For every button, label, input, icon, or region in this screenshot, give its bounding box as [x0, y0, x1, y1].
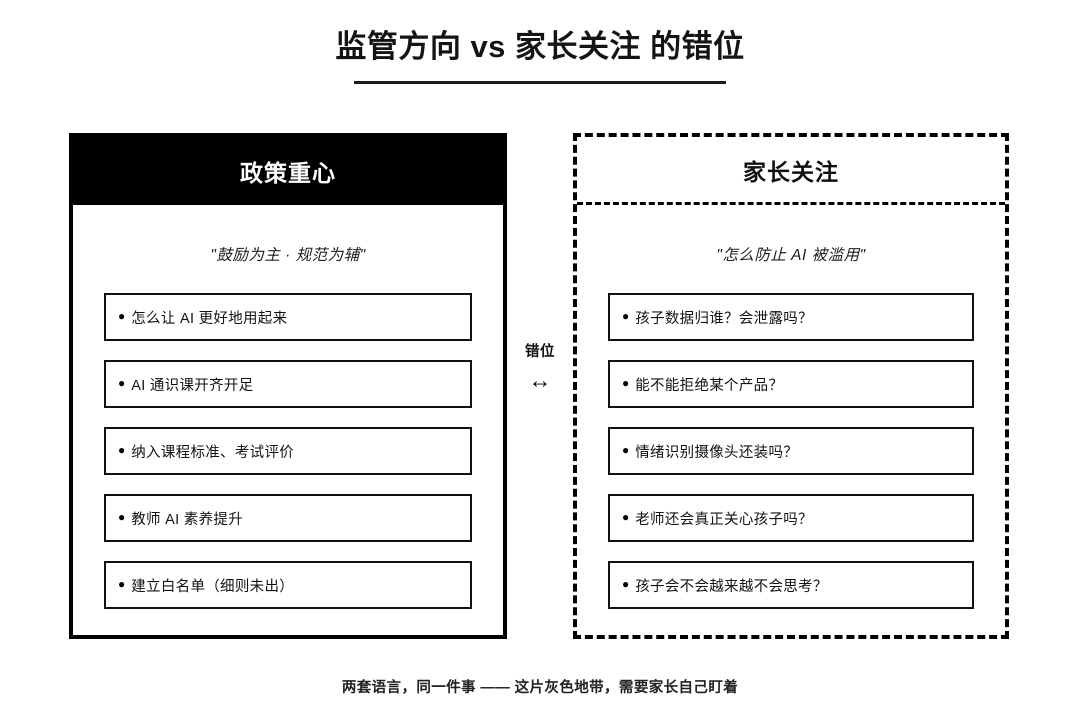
- bullet-icon: ●: [622, 309, 630, 323]
- list-item-label: 情绪识别摄像头还装吗？: [635, 444, 799, 461]
- list-item[interactable]: ● 建立白名单（细则未出）: [104, 561, 472, 609]
- bullet-icon: ●: [118, 577, 126, 591]
- list-item[interactable]: ● 怎么让 AI 更好地用起来: [104, 293, 472, 341]
- connector-label: 错位: [525, 344, 555, 360]
- bullet-icon: ●: [118, 376, 126, 390]
- footer-caption: 两套语言，同一件事 —— 这片灰色地带，需要家长自己盯着: [341, 680, 739, 696]
- bullet-icon: ●: [118, 510, 126, 524]
- bullet-icon: ●: [622, 376, 630, 390]
- bullet-icon: ●: [622, 510, 630, 524]
- list-item[interactable]: ● AI 通识课开齐开足: [104, 360, 472, 408]
- bullet-icon: ●: [622, 443, 630, 457]
- list-item-label: 老师还会真正关心孩子吗？: [635, 511, 813, 528]
- panel-parent-concerns: 家长关注 "怎么防止 AI 被滥用" ● 孩子数据归谁？会泄露吗？ ● 能不能拒…: [573, 133, 1009, 639]
- list-item[interactable]: ● 纳入课程标准、考试评价: [104, 427, 472, 475]
- list-item-label: 纳入课程标准、考试评价: [131, 444, 295, 461]
- list-item[interactable]: ● 教师 AI 素养提升: [104, 494, 472, 542]
- list-item-label: 孩子数据归谁？会泄露吗？: [635, 310, 813, 327]
- panel-policy-focus: 政策重心 "鼓励为主 · 规范为辅" ● 怎么让 AI 更好地用起来 ● AI …: [69, 133, 507, 639]
- bullet-icon: ●: [118, 309, 126, 323]
- list-item[interactable]: ● 能不能拒绝某个产品？: [608, 360, 974, 408]
- page-title: 监管方向 vs 家长关注 的错位: [335, 29, 745, 64]
- title-underline: [354, 80, 726, 84]
- list-item[interactable]: ● 老师还会真正关心孩子吗？: [608, 494, 974, 542]
- panel-policy-header-label: 政策重心: [240, 160, 336, 186]
- list-item-label: 建立白名单（细则未出）: [131, 578, 295, 595]
- list-item-label: 孩子会不会越来越不会思考？: [635, 578, 828, 595]
- panel-parent-header: 家长关注: [577, 137, 1005, 205]
- list-item[interactable]: ● 孩子会不会越来越不会思考？: [608, 561, 974, 609]
- connector-block: 错位 ↔: [507, 340, 573, 392]
- title-block: 监管方向 vs 家长关注 的错位: [0, 28, 1080, 84]
- bullet-icon: ●: [622, 577, 630, 591]
- panel-parent-subtitle: "怎么防止 AI 被滥用": [716, 247, 866, 264]
- list-item-label: 教师 AI 素养提升: [131, 511, 244, 528]
- double-arrow-icon: ↔: [528, 367, 552, 393]
- list-item-label: 怎么让 AI 更好地用起来: [131, 310, 288, 327]
- list-item[interactable]: ● 孩子数据归谁？会泄露吗？: [608, 293, 974, 341]
- list-item[interactable]: ● 情绪识别摄像头还装吗？: [608, 427, 974, 475]
- bullet-icon: ●: [118, 443, 126, 457]
- list-item-label: AI 通识课开齐开足: [131, 377, 254, 394]
- panel-policy-item-list: ● 怎么让 AI 更好地用起来 ● AI 通识课开齐开足 ● 纳入课程标准、考试…: [73, 265, 503, 609]
- panel-parent-item-list: ● 孩子数据归谁？会泄露吗？ ● 能不能拒绝某个产品？ ● 情绪识别摄像头还装吗…: [577, 265, 1005, 609]
- panel-parent-header-label: 家长关注: [743, 158, 839, 185]
- list-item-label: 能不能拒绝某个产品？: [635, 377, 784, 394]
- panel-policy-subtitle: "鼓励为主 · 规范为辅": [210, 247, 366, 264]
- panel-policy-header: 政策重心: [73, 137, 503, 205]
